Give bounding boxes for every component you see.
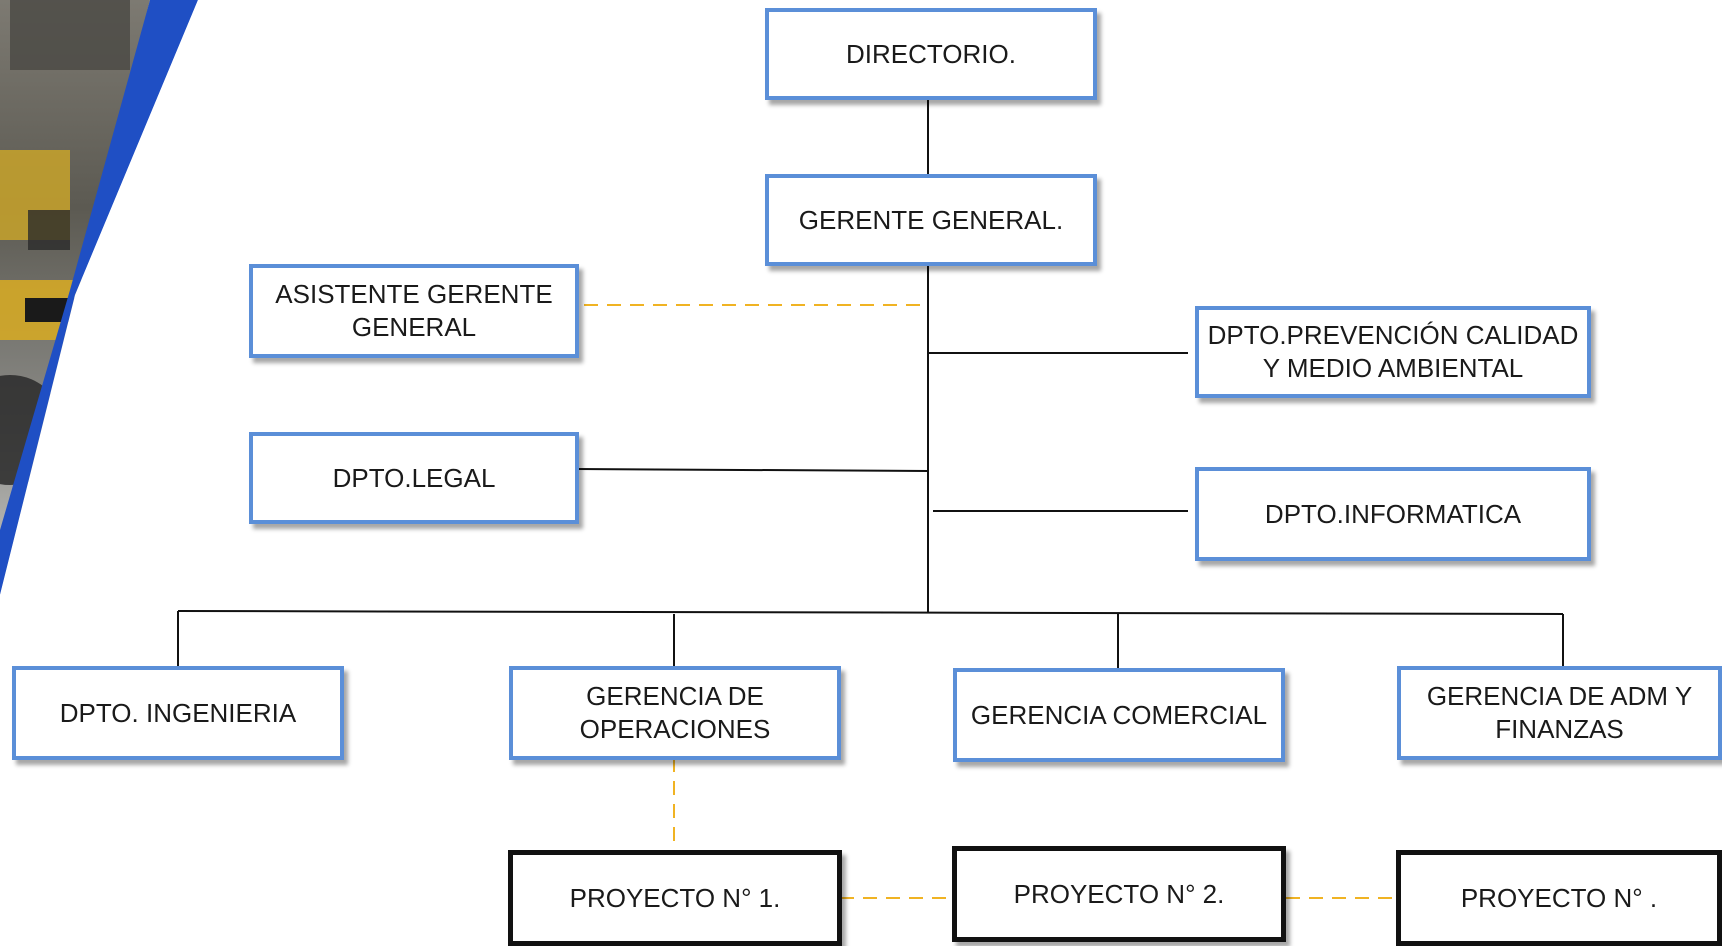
comercial-box[interactable]: GERENCIA COMERCIAL <box>953 668 1285 762</box>
informatica-label: DPTO.INFORMATICA <box>1264 498 1522 529</box>
truck-cab <box>28 210 70 250</box>
comercial-label: GERENCIA COMERCIAL <box>970 699 1268 730</box>
adm-finanzas-label-line1: GERENCIA DE ADM Y <box>1426 681 1693 711</box>
operaciones-label-line1: GERENCIA DE <box>586 681 764 711</box>
prevencion-label-line1: DPTO.PREVENCIÓN CALIDAD <box>1207 320 1579 350</box>
operaciones-label-line2: OPERACIONES <box>579 714 771 744</box>
bucket-teeth <box>10 0 130 70</box>
informatica-box[interactable]: DPTO.INFORMATICA <box>1195 467 1591 561</box>
legal-box[interactable]: DPTO.LEGAL <box>249 432 579 524</box>
directorio-box[interactable]: DIRECTORIO. <box>765 8 1097 100</box>
prevencion-calidad-box[interactable]: DPTO.PREVENCIÓN CALIDAD Y MEDIO AMBIENTA… <box>1195 306 1591 398</box>
gerente-general-label: GERENTE GENERAL. <box>798 204 1064 235</box>
asistente-label-line1: ASISTENTE GERENTE <box>275 279 553 309</box>
operaciones-box[interactable]: GERENCIA DE OPERACIONES <box>509 666 841 760</box>
adm-finanzas-box[interactable]: GERENCIA DE ADM Y FINANZAS <box>1397 666 1722 760</box>
line-trunk-legal <box>575 468 929 472</box>
directorio-label: DIRECTORIO. <box>846 38 1016 69</box>
asistente-label-line2: GENERAL <box>351 312 477 342</box>
proyecto-3-label: PROYECTO N° . <box>1460 882 1658 913</box>
line-bottom-bus <box>177 610 1564 615</box>
prevencion-label-line2: Y MEDIO AMBIENTAL <box>1262 353 1524 383</box>
ingenieria-label: DPTO. INGENIERIA <box>59 697 297 728</box>
proyecto-2-label: PROYECTO N° 2. <box>1013 878 1225 909</box>
proyecto-2-box[interactable]: PROYECTO N° 2. <box>952 846 1286 942</box>
legal-label: DPTO.LEGAL <box>332 462 496 493</box>
ingenieria-box[interactable]: DPTO. INGENIERIA <box>12 666 344 760</box>
proyecto-3-box[interactable]: PROYECTO N° . <box>1396 850 1722 946</box>
asistente-gerente-box[interactable]: ASISTENTE GERENTE GENERAL <box>249 264 579 358</box>
proyecto-1-label: PROYECTO N° 1. <box>569 882 781 913</box>
gerente-general-box[interactable]: GERENTE GENERAL. <box>765 174 1097 266</box>
proyecto-1-box[interactable]: PROYECTO N° 1. <box>508 850 842 946</box>
adm-finanzas-label-line2: FINANZAS <box>1495 714 1624 744</box>
